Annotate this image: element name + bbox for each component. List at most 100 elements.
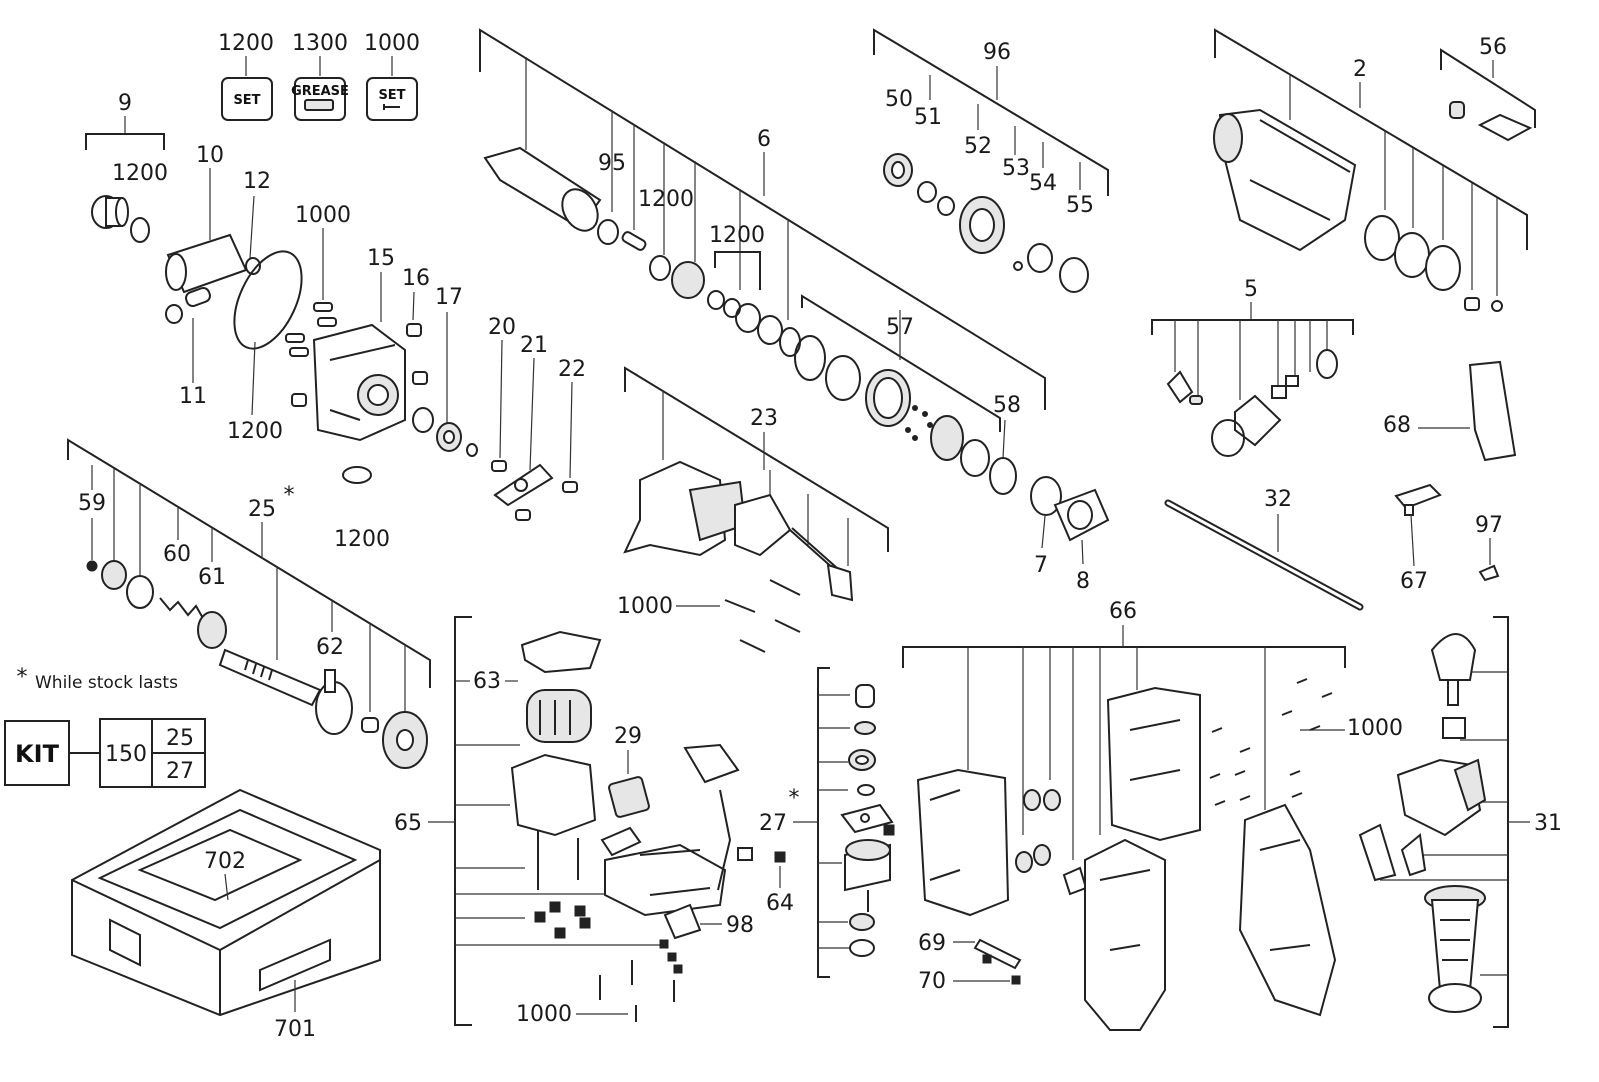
- part-label-l23: 23: [750, 406, 778, 431]
- part-label-l1000c: 1000: [516, 1002, 572, 1027]
- group-56: 56: [1440, 35, 1536, 142]
- part-label-l29: 29: [614, 724, 642, 749]
- part-label-l1000d: 1000: [1347, 716, 1403, 741]
- part-label-l96: 96: [983, 40, 1011, 65]
- group-2: 2: [1213, 28, 1528, 312]
- part-label-l63: 63: [473, 669, 501, 694]
- group-97: 97: [1475, 513, 1503, 582]
- group-69-70: 69 70: [918, 931, 1022, 994]
- part-label-l2: 2: [1353, 57, 1367, 82]
- icon-grease-1300: 1300 GREASE: [291, 31, 349, 121]
- part-label-l50: 50: [885, 87, 913, 112]
- part-label-l1200b: 1200: [227, 419, 283, 444]
- group-65: 65 63: [394, 616, 660, 1026]
- part-label-l70: 70: [918, 969, 946, 994]
- part-label-l17: 17: [435, 285, 463, 310]
- carry-case: 702 701: [71, 788, 381, 1042]
- gearbox-15: 1000 15 16 17 1200: [285, 203, 478, 552]
- part-label-asterisk: *: [789, 786, 800, 811]
- part-label-grease: GREASE: [291, 84, 349, 99]
- group-25: 25 * 59 60 61 62: [67, 438, 431, 769]
- part-label-l1200c: 1200: [334, 527, 390, 552]
- part-label-l7: 7: [1034, 553, 1048, 578]
- part-label-l1200a: 1200: [112, 161, 168, 186]
- icon-set-1000: 1000 SET: [364, 31, 420, 121]
- part-label-l62: 62: [316, 635, 344, 660]
- part-label-l31: 31: [1534, 811, 1562, 836]
- part-label-l1200top: 1200: [218, 31, 274, 56]
- part-label-l53: 53: [1002, 156, 1030, 181]
- group-66: 66 1000: [902, 599, 1403, 1031]
- group-27: 27 *: [759, 667, 895, 978]
- part-label-asterisk: *: [284, 483, 295, 508]
- part-label-l702: 702: [204, 849, 246, 874]
- part-label-l27: 27: [759, 811, 787, 836]
- part-label-l1000b: 1000: [617, 594, 673, 619]
- group-10-12: 10 11 12 1200: [165, 143, 303, 444]
- part-label-set2: SET: [378, 88, 405, 103]
- group-9: 9 1200: [85, 91, 168, 243]
- part-label-l11: 11: [179, 384, 207, 409]
- group-64: 64: [766, 851, 794, 916]
- part-label-l9: 9: [118, 91, 132, 116]
- part-label-l25: 25: [248, 497, 276, 522]
- group-6: 6 95 1200 1200 57: [479, 28, 1110, 594]
- footnote: * While stock lasts: [17, 665, 179, 693]
- group-68: 68: [1383, 360, 1517, 462]
- part-label-l61: 61: [198, 565, 226, 590]
- part-label-item_a: 25: [166, 726, 194, 751]
- part-label-l1300: 1300: [292, 31, 348, 56]
- part-label-l15: 15: [367, 246, 395, 271]
- part-label-l98: 98: [726, 913, 754, 938]
- group-96: 96 50 51 52 53 54 55: [873, 28, 1109, 293]
- part-label-l60: 60: [163, 542, 191, 567]
- part-label-number: 150: [105, 742, 147, 767]
- group-5: 5: [1151, 277, 1354, 457]
- part-label-l22: 22: [558, 357, 586, 382]
- part-label-l32: 32: [1264, 487, 1292, 512]
- part-label-label: KIT: [15, 740, 60, 768]
- kit-table: KIT 150 25 27: [4, 718, 206, 788]
- part-label-asterisk: *: [17, 665, 28, 690]
- part-label-l1200d: 1200: [638, 187, 694, 212]
- part-label-l95: 95: [598, 151, 626, 176]
- part-label-l51: 51: [914, 105, 942, 130]
- part-label-set1: SET: [233, 93, 260, 108]
- group-31: 31: [1358, 616, 1562, 1028]
- part-label-l16: 16: [402, 266, 430, 291]
- group-23: 23: [623, 366, 889, 602]
- part-label-l5: 5: [1244, 277, 1258, 302]
- icon-set-1200: 1200 SET: [218, 31, 274, 121]
- group-29: 29 98 1000: [516, 724, 754, 1027]
- part-label-l701: 701: [274, 1017, 316, 1042]
- screws-1000-center: 1000: [617, 579, 801, 653]
- part-label-l58: 58: [993, 393, 1021, 418]
- part-label-l8: 8: [1076, 569, 1090, 594]
- part-label-l59: 59: [78, 491, 106, 516]
- part-label-l64: 64: [766, 891, 794, 916]
- group-67: 67: [1394, 483, 1442, 594]
- part-label-footnote: While stock lasts: [35, 673, 178, 693]
- part-label-l55: 55: [1066, 193, 1094, 218]
- part-label-l54: 54: [1029, 171, 1057, 196]
- part-label-l6: 6: [757, 127, 771, 152]
- part-label-l68: 68: [1383, 413, 1411, 438]
- part-label-item_b: 27: [166, 759, 194, 784]
- part-label-l67: 67: [1400, 569, 1428, 594]
- part-label-l56: 56: [1479, 35, 1507, 60]
- part-label-l65: 65: [394, 811, 422, 836]
- part-label-l1000top: 1000: [364, 31, 420, 56]
- part-label-l1200e: 1200: [709, 223, 765, 248]
- part-label-l97: 97: [1475, 513, 1503, 538]
- group-20-22: 20 21 22: [488, 315, 586, 521]
- part-label-l1000a: 1000: [295, 203, 351, 228]
- part-label-l20: 20: [488, 315, 516, 340]
- part-label-l69: 69: [918, 931, 946, 956]
- part-label-l66: 66: [1109, 599, 1137, 624]
- group-32: 32: [1164, 487, 1364, 611]
- part-label-l10: 10: [196, 143, 224, 168]
- part-label-l21: 21: [520, 333, 548, 358]
- part-label-l12: 12: [243, 169, 271, 194]
- part-label-l52: 52: [964, 134, 992, 159]
